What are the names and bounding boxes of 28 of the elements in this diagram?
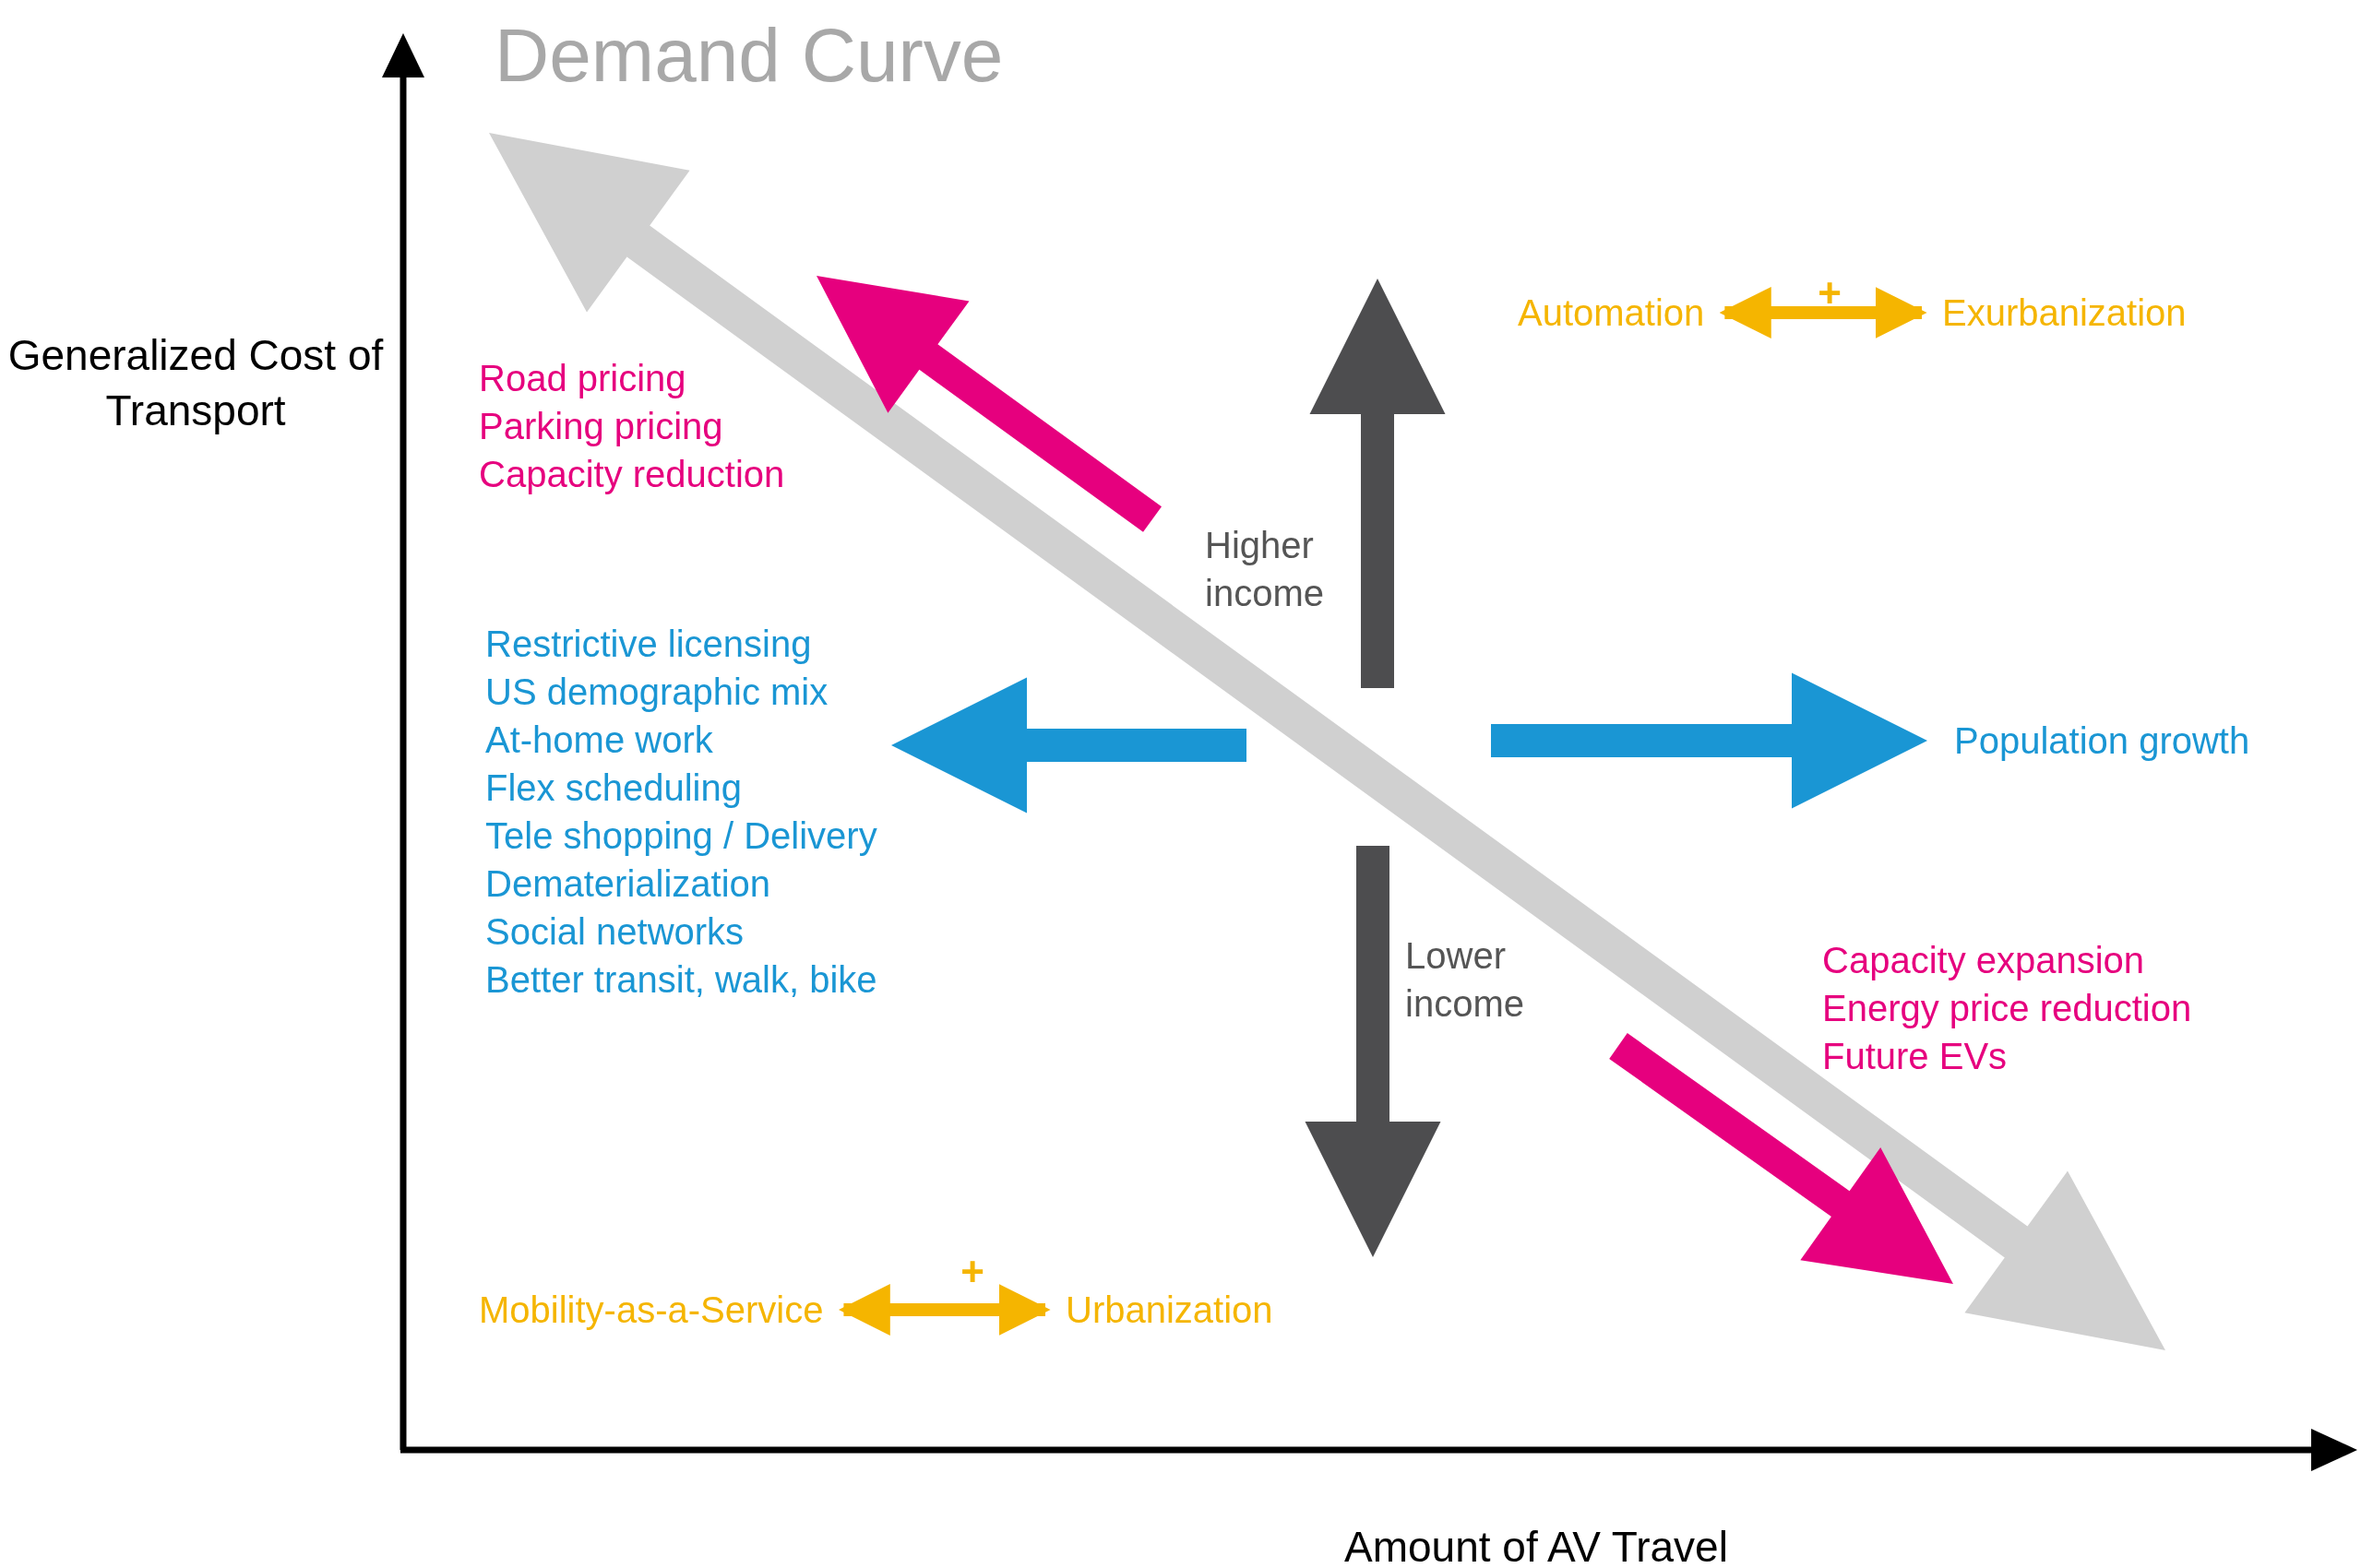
annotation-text: Flex scheduling — [485, 766, 742, 810]
factor-label: Urbanization — [1066, 1286, 1273, 1334]
annotation-text: US demographic mix — [485, 671, 829, 714]
double-arrow — [1719, 287, 1927, 339]
plus-sign: + — [960, 1248, 984, 1297]
annotation-text: Social networks — [485, 910, 745, 954]
annotation-text: Dematerialization — [485, 862, 771, 906]
axis-title: Generalized Cost of Transport — [6, 330, 385, 436]
annotation-text: Future EVs — [1822, 1035, 2008, 1078]
annotation-text: Capacity reduction — [479, 453, 785, 496]
annotation-text: Population growth — [1954, 719, 2250, 763]
annotation-text: Lower income — [1405, 934, 1525, 1026]
double-arrow — [838, 1284, 1051, 1336]
annotation-text: Higher income — [1205, 524, 1325, 615]
annotation-text: Restrictive licensing — [485, 623, 812, 666]
factor-label: Mobility-as-a-Service — [479, 1286, 824, 1334]
plus-sign: + — [1818, 269, 1842, 318]
annotation-text: Parking pricing — [479, 405, 723, 448]
annotation-text: Capacity expansion — [1822, 939, 2145, 982]
axis-title: Amount of AV Travel — [1344, 1522, 1728, 1568]
annotation-text: At-home work — [485, 719, 713, 762]
annotation-text: Road pricing — [479, 357, 686, 400]
factor-label: Automation — [1518, 289, 1705, 337]
annotation-text: Better transit, walk, bike — [485, 958, 877, 1002]
annotation-text: Tele shopping / Delivery — [485, 814, 877, 858]
chart-title: Demand Curve — [495, 12, 1004, 99]
factor-label: Exurbanization — [1942, 289, 2187, 337]
annotation-text: Energy price reduction — [1822, 987, 2192, 1030]
